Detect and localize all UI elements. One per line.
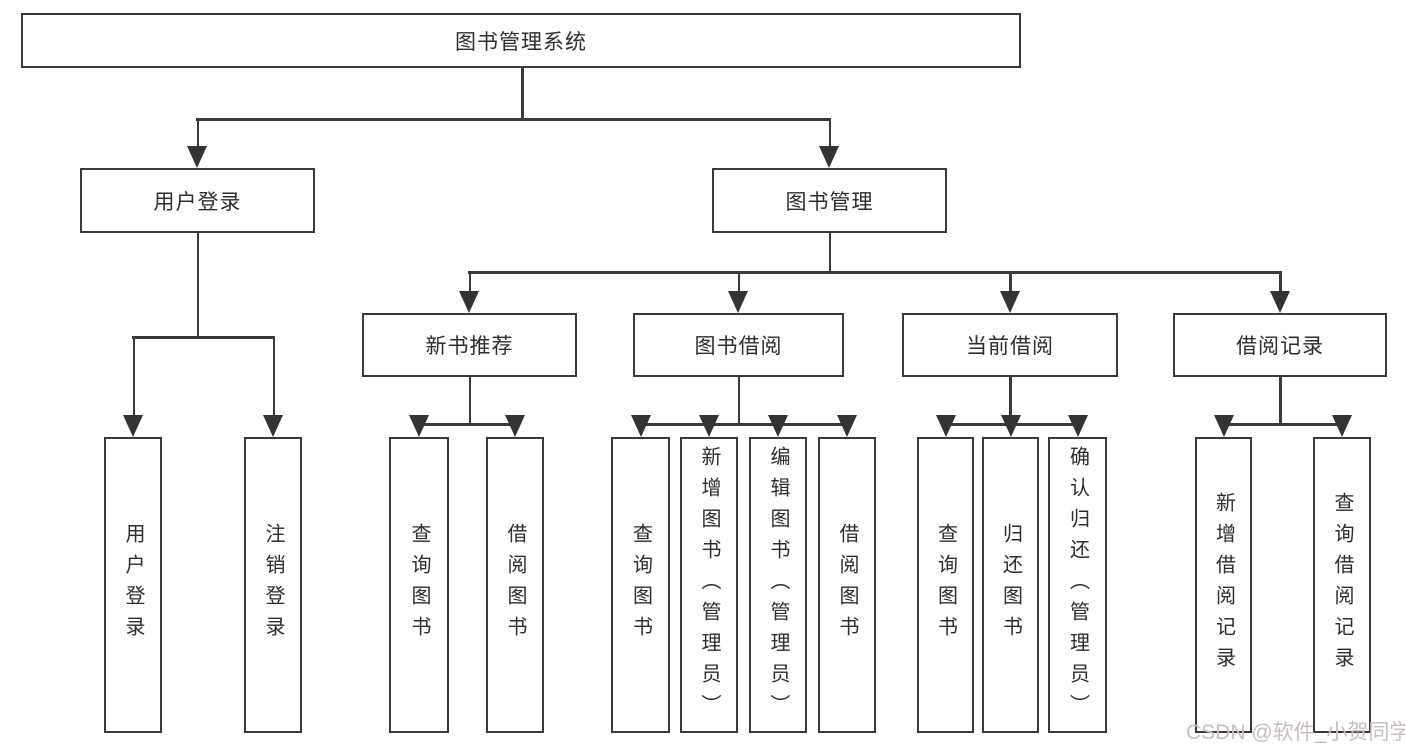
leaf-label: 查询图书 [629, 523, 652, 647]
connector-line [737, 377, 740, 424]
leaf-label: 查询图书 [934, 523, 957, 647]
node-library-management-system: 图书管理系统 [21, 13, 1021, 68]
connector-line [1279, 271, 1282, 293]
leaf-borrow-books-recommend: 借阅图书 [486, 437, 544, 733]
leaf-add-books-admin: 新增图书（管理员） [680, 437, 738, 733]
connector-line [196, 118, 830, 121]
leaf-confirm-return-admin: 确认归还（管理员） [1048, 437, 1107, 733]
arrowhead-icon [505, 415, 525, 437]
leaf-query-books-current: 查询图书 [917, 437, 974, 733]
connector-line [828, 233, 831, 273]
leaf-logout-login: 注销登录 [244, 437, 302, 733]
csdn-watermark: CSDN @软件_小贺同学 [1186, 721, 1405, 744]
arrowhead-icon [409, 415, 429, 437]
node-book-management: 图书管理 [712, 168, 947, 233]
connector-line [468, 377, 471, 424]
connector-line [418, 423, 517, 426]
node-user-login: 用户登录 [80, 168, 315, 233]
connector-line [639, 423, 849, 426]
leaf-add-borrow-record: 新增借阅记录 [1195, 437, 1252, 733]
connector-line [196, 118, 199, 148]
node-label: 借阅记录 [1236, 335, 1324, 358]
connector-line [1279, 377, 1282, 424]
arrowhead-icon [1270, 291, 1290, 313]
arrowhead-icon [631, 415, 651, 437]
leaf-label: 查询图书 [408, 523, 430, 647]
node-label: 用户登录 [153, 190, 242, 214]
leaf-query-books-borrowing: 查询图书 [611, 437, 670, 733]
node-book-borrowing: 图书借阅 [633, 313, 844, 377]
connector-line [272, 336, 275, 417]
node-new-book-recommendation: 新书推荐 [362, 313, 577, 377]
leaf-label: 新增借阅记录 [1212, 492, 1235, 678]
arrowhead-icon [1001, 415, 1021, 437]
arrowhead-icon [699, 415, 719, 437]
leaf-query-borrow-record: 查询借阅记录 [1313, 437, 1371, 733]
node-label: 图书管理系统 [455, 30, 587, 54]
arrowhead-icon [1000, 291, 1020, 313]
arrowhead-icon [1068, 415, 1088, 437]
arrowhead-icon [728, 291, 748, 313]
leaf-label: 借阅图书 [504, 523, 526, 647]
leaf-return-books: 归还图书 [982, 437, 1039, 733]
leaf-label: 编辑图书（管理员） [767, 445, 789, 725]
arrowhead-icon [1332, 415, 1352, 437]
leaf-label: 新增图书（管理员） [698, 445, 720, 725]
arrowhead-icon [936, 415, 956, 437]
arrowhead-icon [1214, 415, 1234, 437]
connector-line [1009, 377, 1012, 424]
leaf-label: 用户登录 [122, 523, 144, 647]
leaf-label: 借阅图书 [836, 523, 858, 647]
node-label: 图书借阅 [694, 335, 783, 358]
node-current-borrowing: 当前借阅 [902, 313, 1118, 377]
connector-line [468, 271, 471, 293]
node-label: 图书管理 [785, 190, 874, 214]
arrowhead-icon [459, 291, 479, 313]
leaf-borrow-books-borrowing: 借阅图书 [818, 437, 876, 733]
node-borrowing-records: 借阅记录 [1173, 313, 1387, 377]
node-label: 新书推荐 [425, 335, 514, 358]
arrowhead-icon [123, 415, 143, 437]
connector-line [1222, 423, 1344, 426]
arrowhead-icon [837, 415, 857, 437]
node-label: 当前借阅 [966, 335, 1054, 358]
connector-line [521, 68, 524, 118]
leaf-label: 查询借阅记录 [1331, 492, 1353, 678]
connector-line [737, 271, 740, 293]
leaf-label: 确认归还（管理员） [1066, 445, 1089, 725]
arrowhead-icon [187, 146, 207, 168]
leaf-label: 归还图书 [999, 523, 1022, 647]
connector-line [828, 118, 831, 148]
connector-line [196, 233, 199, 336]
leaf-edit-books-admin: 编辑图书（管理员） [749, 437, 807, 733]
leaf-query-books-recommend: 查询图书 [389, 437, 449, 733]
arrowhead-icon [263, 415, 283, 437]
connector-line [132, 336, 135, 417]
connector-line [468, 271, 1281, 274]
leaf-label: 注销登录 [262, 523, 284, 647]
arrowhead-icon [819, 146, 839, 168]
leaf-user-login: 用户登录 [104, 437, 162, 733]
connector-line [1009, 271, 1012, 293]
connector-line [132, 336, 275, 339]
arrowhead-icon [768, 415, 788, 437]
